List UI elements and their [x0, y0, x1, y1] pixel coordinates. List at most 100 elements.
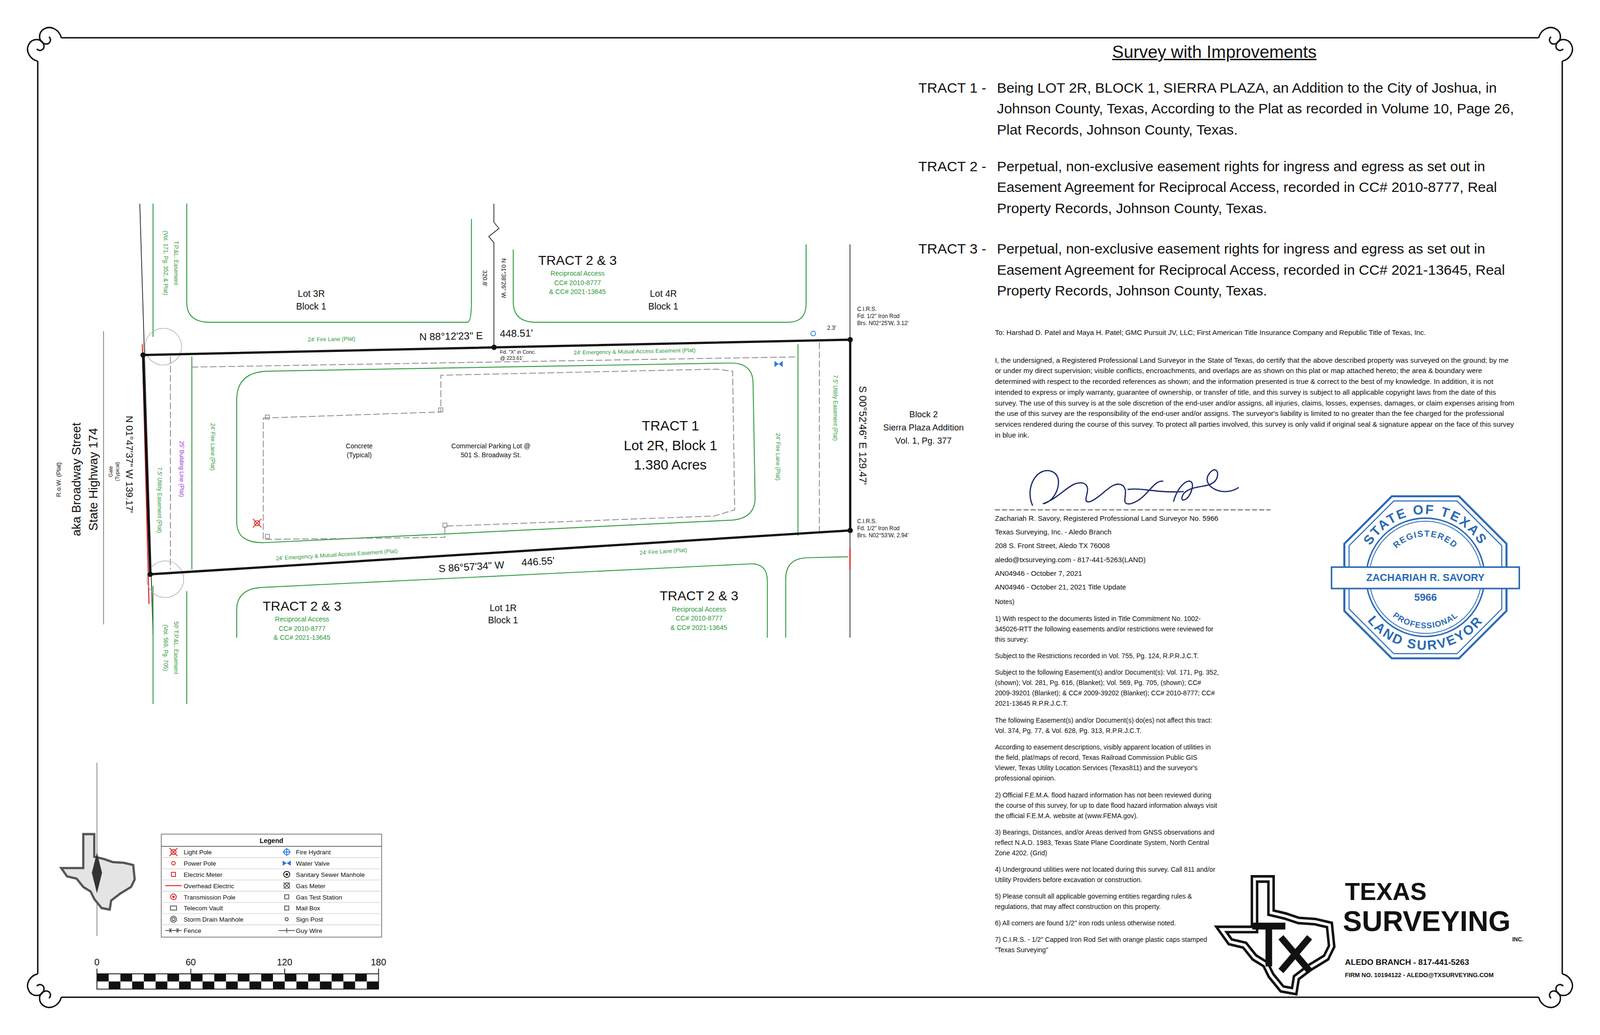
seal-text: PROFESSIONAL: [1391, 610, 1460, 631]
monument-note: C.I.R.S.: [856, 518, 877, 526]
street-label: Gate: [107, 465, 113, 477]
monument-note: @ 223.61': [500, 355, 524, 361]
lot-label: Lot 4R: [649, 288, 677, 299]
lot-label: Vol. 1, Pg. 377: [895, 435, 952, 446]
lot-label: Block 1: [296, 301, 327, 312]
survey-note: 2) Official F.E.M.A. flood hazard inform…: [994, 790, 1220, 822]
survey-linework: [103, 203, 850, 704]
monument-note: Brs. N02°53'W, 2.94': [856, 532, 909, 540]
lot-label: Lot 3R: [297, 288, 325, 299]
easement-callout: & CC# 2021-13645: [549, 288, 607, 296]
legend-entry: Electric Meter: [183, 871, 223, 879]
parcel-text: Lot 2R, Block 1: [624, 438, 718, 455]
surveyor-info: AN04946 - October 21, 2021 Title Update: [994, 583, 1127, 592]
tract-description: TRACT 1 -: [918, 77, 987, 99]
bearing-distance: S 86°57'34" W: [438, 559, 505, 576]
monument-note: C.I.R.S.: [856, 306, 877, 313]
street-label: R.o.W. (Plat): [55, 462, 63, 497]
logo-text: ALEDO BRANCH - 817-441-5263: [1344, 958, 1470, 968]
legend-entry: Transmission Pole: [183, 894, 236, 902]
surveyor-info: aledo@txsurveying.com - 817-441-5263(LAN…: [994, 555, 1146, 564]
legend-entry: Water Valve: [296, 860, 330, 868]
tract-description: Being LOT 2R, BLOCK 1, SIERRA PLAZA, an …: [996, 77, 1523, 141]
tract-description: TRACT 2 -: [918, 156, 987, 177]
monument-note: Fd. "X" in Conc.: [500, 349, 536, 355]
monument-note: 2.3': [827, 325, 837, 332]
legend-entry: Storm Drain Manhole: [183, 916, 244, 924]
legend-entry: Guy Wire: [296, 927, 323, 935]
seal-text: REGISTERED: [1391, 528, 1460, 551]
seal-text: LAND SURVEYOR: [1365, 612, 1487, 653]
survey-note: 6) All corners are found 1/2" iron rods …: [994, 918, 1220, 929]
easement-label: (Vol. 569, Pg. 705): [161, 624, 169, 672]
monument-note: Brs. N02°25'W, 3.12': [856, 320, 909, 328]
legend-entry: Power Pole: [183, 860, 216, 868]
survey-note: The following Easement(s) and/or Documen…: [994, 715, 1220, 736]
easement-callout: TRACT 2 & 3: [538, 252, 617, 268]
bearing-distance: N 01°38'26" W: [499, 258, 507, 299]
parcel-text: Commercial Parking Lot @: [451, 442, 531, 450]
easement-callout: Reciprocal Access: [274, 615, 329, 624]
scale-number: 0: [94, 957, 100, 968]
survey-note: Subject to the Restrictions recorded in …: [994, 650, 1220, 662]
legend-entry: Sanitary Sewer Manhole: [296, 871, 365, 879]
certification-text: I, the undersigned, a Registered Profess…: [994, 355, 1516, 441]
bearing-distance: 448.51': [499, 327, 534, 340]
legend-entry: Mail Box: [296, 904, 321, 912]
easement-callout: CC# 2010-8777: [554, 279, 601, 287]
seal-text: ZACHARIAH R. SAVORY: [1366, 572, 1485, 584]
easement-callout: TRACT 2 & 3: [262, 598, 342, 614]
surveyor-info: AN04946 - October 7, 2021: [994, 569, 1082, 578]
easement-callout: CC# 2010-8777: [675, 614, 723, 623]
tract-description: Perpetual, non-exclusive easement rights…: [996, 156, 1523, 219]
survey-note: 3) Bearings, Distances, and/or Areas der…: [994, 827, 1220, 859]
lot-label: Block 2: [909, 409, 938, 420]
easement-label: 24' Fire Lane (Plat): [774, 433, 781, 481]
easement-label: 7.5' Utility Easement (Plat): [831, 375, 839, 441]
seal-text: STATE OF TEXAS: [1360, 501, 1491, 548]
easement-callout: Reciprocal Access: [672, 605, 727, 614]
easement-label: 24' Fire Lane (Plat): [639, 547, 688, 557]
easement-label: 7.5' Utility Easement (Plat): [155, 466, 163, 533]
legend-entry: Light Pole: [183, 848, 212, 856]
surveyor-info: Texas Surveying, Inc. - Aledo Branch: [994, 528, 1112, 536]
easement-label: 24' Emergency & Mutual Access Easement (…: [573, 347, 696, 357]
lot-label: Block 1: [488, 615, 519, 626]
bearing-distance: N 01°47'37" W 139.17': [124, 415, 136, 513]
parcel-text: 1.380 Acres: [633, 457, 707, 474]
bearing-distance: S 00°52'46" E 129.47': [856, 386, 869, 486]
monument-note: Fd. 1/2" Iron Rod: [856, 525, 900, 533]
legend-entry: Fence: [183, 927, 201, 935]
sheet-frame: [27, 27, 1573, 1008]
easement-label: 50' T.P.&L. Easement: [172, 621, 179, 675]
easement-callout: & CC# 2021-13645: [273, 633, 331, 642]
legend-entry: Gas Meter: [296, 882, 326, 890]
seal-text: 5966: [1414, 592, 1437, 604]
street-label: aka Broadway Street: [69, 422, 84, 537]
survey-note: According to easement descriptions, visi…: [994, 742, 1220, 784]
legend-entry: Gas Test Station: [296, 894, 343, 902]
parcel-text: (Typical): [346, 451, 372, 459]
legend-box: [161, 834, 382, 938]
legend-entry: Overhead Electric: [183, 882, 234, 890]
surveyor-info: 208 S. Front Street, Aledo TX 76008: [994, 541, 1110, 550]
easement-callout: TRACT 2 & 3: [659, 588, 739, 604]
scale-number: 180: [370, 957, 387, 968]
survey-note: Notes): [994, 596, 1220, 608]
parcel-text: 501 S. Broadway St.: [460, 451, 521, 459]
scale-bar: [96, 968, 379, 990]
survey-note: 7) C.I.R.S. - 1/2" Capped Iron Rod Set w…: [994, 934, 1220, 956]
signature: [994, 470, 1271, 511]
easement-callout: & CC# 2021-13645: [670, 624, 728, 632]
monument-note: Fd. 1/2" Iron Rod: [856, 313, 900, 320]
lot-label: Lot 1R: [489, 602, 517, 614]
survey-note: 5) Please consult all applicable governi…: [994, 891, 1220, 912]
logo-icon: [1221, 879, 1332, 992]
logo-text: SURVEYING: [1343, 907, 1511, 936]
survey-note: Subject to the following Easement(s) and…: [994, 667, 1220, 710]
logo-text: INC.: [1512, 936, 1524, 944]
bearing-distance: N 88°12'23" E: [419, 330, 483, 344]
tract-description: TRACT 3 -: [918, 238, 987, 260]
tract-parcel: TRACT 1Lot 2R, Block 11.380 AcresConcret…: [143, 339, 851, 575]
scale-number: 120: [276, 957, 293, 968]
